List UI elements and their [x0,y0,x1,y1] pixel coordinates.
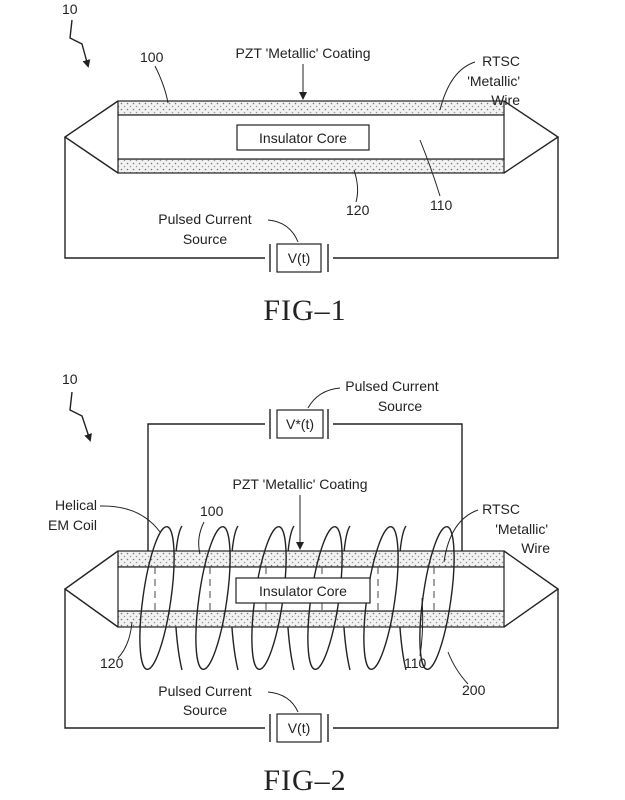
fig1-ref-core-leader [419,139,441,197]
fig2-wire-leader [443,509,479,563]
fig1-coating-top [117,100,505,116]
fig2-ref-coating: 100 [200,503,224,519]
fig1-circuit-right [333,137,559,259]
fig2-top-source-label-2: Source [378,398,423,414]
fig2-bottom-circuit-right [333,589,559,729]
fig2-top-circuit-left [147,423,265,552]
fig1-core-label: Insulator Core [259,130,347,146]
fig1-right-tip [503,100,560,174]
fig2-coil-leader [99,505,161,533]
fig2-device-arrow [69,391,92,442]
fig2-ref-core-leader [419,597,424,657]
fig2-ref-coil-leader [447,651,469,685]
fig1-wire-label-1: RTSC [482,53,520,69]
fig2-ref-coil: 200 [462,682,486,698]
fig1-ref-wire: 120 [346,202,370,218]
fig1-wire-label-2: 'Metallic' [467,73,520,89]
fig1-core-label-box [236,124,370,151]
fig1-ref-coating: 100 [140,49,164,65]
fig1-ref-coating-leader [154,65,169,104]
fig1-coating-label: PZT 'Metallic' Coating [235,45,370,61]
fig2-coil-label-1: Helical [55,497,97,513]
fig1-left-tip [63,100,119,174]
fig1-source-box [276,243,322,273]
fig2-coating-label: PZT 'Metallic' Coating [232,476,367,492]
fig2-ref-wire-leader [117,621,133,659]
fig2-left-tip [63,550,119,628]
fig2-helical-coil-hidden [154,567,435,611]
figure-1: 10 Insulator Core PZT 'Metallic' Coating… [62,1,560,327]
fig2-bottom-source-label-2: Source [183,702,228,718]
fig2-core-label-box [235,577,371,604]
fig2-top-source-box [276,409,324,439]
fig2-top-source-symbol: V*(t) [286,416,314,432]
fig2-core-label: Insulator Core [259,583,347,599]
fig2-ref-coating-leader [198,521,205,555]
fig2-ref-device: 10 [62,371,78,387]
fig1-wire-label-3: Wire [491,92,520,108]
fig2-ref-wire: 120 [100,655,124,671]
fig1-source-label-2: Source [183,231,228,247]
fig2-top-source-label-1: Pulsed Current [345,378,438,394]
fig1-device-arrow [69,19,91,68]
fig2-wire-label-3: Wire [521,540,550,556]
fig2-caption: FIG–2 [263,764,346,797]
fig2-bottom-source-leader [267,691,299,713]
fig2-ref-core: 110 [404,655,427,671]
fig1-source-symbol: V(t) [288,250,311,266]
fig2-right-tip [503,550,560,628]
fig1-circuit-left [64,137,265,259]
fig2-wire-label-2: 'Metallic' [495,521,548,537]
fig2-top-circuit-right [333,423,463,552]
fig1-source-leader [267,219,299,243]
fig1-ref-device: 10 [62,1,78,17]
fig1-coating-bottom [117,158,505,174]
fig2-wire-label-1: RTSC [482,501,520,517]
fig1-ref-core: 110 [430,197,453,213]
fig1-source-label-1: Pulsed Current [158,211,251,227]
fig2-bottom-source-label-1: Pulsed Current [158,683,251,699]
fig2-bottom-source-box [276,713,322,743]
fig2-coil-label-2: EM Coil [48,517,97,533]
fig1-caption: FIG–1 [263,294,346,327]
figure-2: 10 V*(t) Pulsed Current Source [48,371,560,797]
fig2-bottom-circuit-left [64,589,265,729]
fig1-ref-wire-leader [353,169,359,203]
fig2-bottom-source-symbol: V(t) [288,720,311,736]
fig2-coating-top [117,550,505,568]
fig2-top-source-leader [307,387,341,409]
fig1-wire-leader [439,61,476,111]
